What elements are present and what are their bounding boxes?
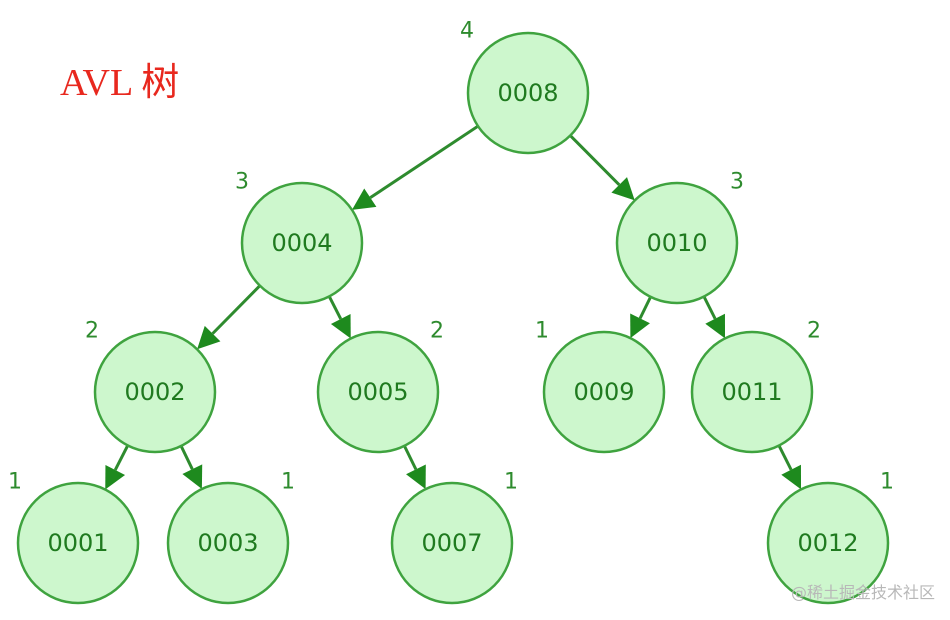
node-circle	[766, 481, 890, 605]
edge-line	[702, 295, 717, 320]
tree-node-0005: 0005 2	[316, 319, 444, 454]
node-height-label: 3	[730, 170, 744, 195]
edge-line	[777, 444, 793, 471]
edge-0011-to-0012	[777, 444, 802, 490]
tree-node-0007: 0007 1	[390, 470, 518, 605]
arrowhead-icon	[611, 177, 635, 201]
node-circle	[542, 330, 666, 454]
watermark-text: @稀土掘金技术社区	[791, 583, 935, 602]
node-height-label: 1	[880, 470, 894, 495]
node-circle	[615, 181, 739, 305]
node-key-label: 0011	[721, 378, 782, 406]
node-key-label: 0002	[124, 378, 185, 406]
edge-0010-to-0009	[630, 296, 652, 339]
edge-0005-to-0007	[403, 445, 426, 490]
tree-node-0010: 0010 3	[615, 170, 744, 305]
node-circle	[466, 31, 590, 155]
arrowhead-icon	[781, 464, 802, 490]
edge-0004-to-0005	[327, 295, 351, 339]
tree-node-0002: 0002 2	[85, 319, 217, 454]
node-key-label: 0005	[347, 378, 408, 406]
edge-0002-to-0003	[179, 445, 203, 489]
node-key-label: 0001	[47, 529, 108, 557]
node-key-label: 0008	[497, 79, 558, 107]
edge-0004-to-0002	[197, 284, 261, 350]
node-height-label: 2	[807, 319, 821, 344]
node-circle	[390, 481, 514, 605]
node-height-label: 4	[460, 19, 474, 44]
diagram-title: AVL 树	[60, 62, 179, 104]
node-key-label: 0009	[573, 378, 634, 406]
tree-node-0001: 0001 1	[8, 470, 140, 605]
tree-node-0008: 0008 4	[460, 19, 590, 155]
node-circle	[240, 181, 364, 305]
arrowhead-icon	[182, 464, 203, 489]
node-height-label: 1	[535, 319, 549, 344]
node-circle	[93, 330, 217, 454]
edges-layer	[105, 124, 802, 490]
tree-node-0009: 0009 1	[535, 319, 666, 454]
node-circle	[690, 330, 814, 454]
node-height-label: 1	[8, 470, 22, 495]
node-circle	[166, 481, 290, 605]
nodes-layer: 0008 4 0004 3 0010 3 0002 2 0005 2 0009 1 0011 2 0001 1…	[8, 19, 894, 605]
edge-line	[179, 445, 194, 470]
arrowhead-icon	[330, 313, 351, 339]
tree-node-0003: 0003 1	[166, 470, 295, 605]
arrowhead-icon	[197, 325, 221, 350]
tree-node-0011: 0011 2	[690, 319, 821, 454]
arrowhead-icon	[105, 464, 126, 490]
edge-0008-to-0010	[569, 134, 635, 201]
node-key-label: 0007	[421, 529, 482, 557]
edge-line	[327, 295, 343, 320]
edge-line	[369, 124, 479, 199]
node-height-label: 1	[504, 470, 518, 495]
tree-node-0012: 0012 1	[766, 470, 894, 605]
arrowhead-icon	[406, 464, 426, 490]
edge-0010-to-0011	[702, 295, 726, 339]
node-height-label: 1	[281, 470, 295, 495]
node-key-label: 0010	[646, 229, 707, 257]
node-circle	[316, 330, 440, 454]
node-key-label: 0012	[797, 529, 858, 557]
edge-line	[403, 445, 418, 471]
edge-0002-to-0001	[105, 444, 130, 490]
node-circle	[16, 481, 140, 605]
edge-line	[569, 134, 621, 186]
arrowhead-icon	[351, 188, 377, 210]
node-key-label: 0003	[197, 529, 258, 557]
node-height-label: 2	[85, 319, 99, 344]
node-height-label: 3	[235, 170, 249, 195]
tree-node-0004: 0004 3	[235, 170, 364, 305]
arrowhead-icon	[630, 313, 650, 339]
edge-line	[638, 296, 652, 320]
edge-line	[211, 284, 261, 335]
edge-0008-to-0004	[351, 124, 479, 210]
node-height-label: 2	[430, 319, 444, 344]
node-key-label: 0004	[271, 229, 332, 257]
arrowhead-icon	[705, 313, 726, 339]
edge-line	[113, 444, 130, 471]
